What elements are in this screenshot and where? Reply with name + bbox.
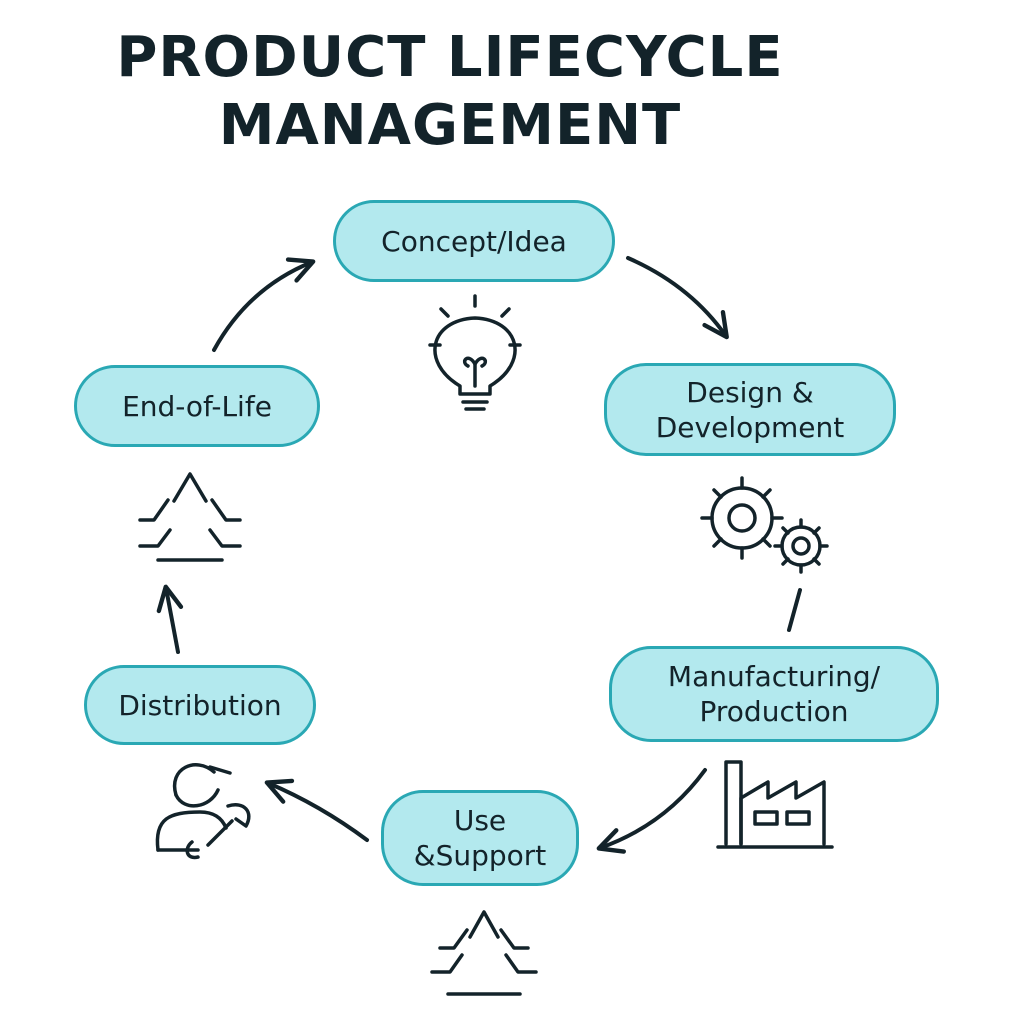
stage-concept-label: Concept/Idea	[381, 224, 567, 258]
stage-use-label-line-2: &Support	[413, 839, 547, 872]
stage-end-of-life: End-of-Life	[74, 365, 320, 447]
arrow-distribution-to-end-of-life	[156, 584, 184, 654]
stage-use-support: Use &Support	[381, 790, 579, 886]
stage-end-of-life-label: End-of-Life	[122, 389, 272, 423]
stage-use-label-line-1: Use	[453, 804, 507, 837]
diagram-title-line-2: MANAGEMENT	[218, 93, 682, 158]
stage-design-development: Design & Development	[604, 363, 896, 456]
arrow-concept-to-design	[626, 256, 729, 340]
use-recycle-icon	[430, 910, 538, 996]
arrow-use-to-distribution	[264, 778, 369, 842]
diagram-title-line-1: PRODUCT LIFECYCLE	[116, 25, 784, 90]
stage-manufacturing-production: Manufacturing/ Production	[609, 646, 939, 742]
arrow-manufacturing-to-use	[596, 768, 707, 854]
stage-concept-idea: Concept/Idea	[333, 200, 615, 282]
stage-distribution-label: Distribution	[118, 688, 282, 722]
arrow-end-of-life-to-concept	[212, 257, 316, 352]
connector-design-to-manufacturing	[787, 588, 802, 632]
stage-distribution: Distribution	[84, 665, 316, 745]
stage-design-label-line-2: Development	[655, 410, 845, 444]
end-of-life-recycle-icon	[138, 472, 242, 562]
gears-icon	[700, 476, 829, 574]
lightbulb-icon	[428, 294, 522, 411]
factory-icon	[716, 760, 834, 849]
worker-wrench-icon	[155, 763, 251, 860]
stage-design-label-line-1: Design &	[686, 375, 814, 409]
stage-manufacturing-label-line-2: Production	[699, 695, 849, 728]
stage-manufacturing-label-line-1: Manufacturing/	[667, 660, 881, 693]
